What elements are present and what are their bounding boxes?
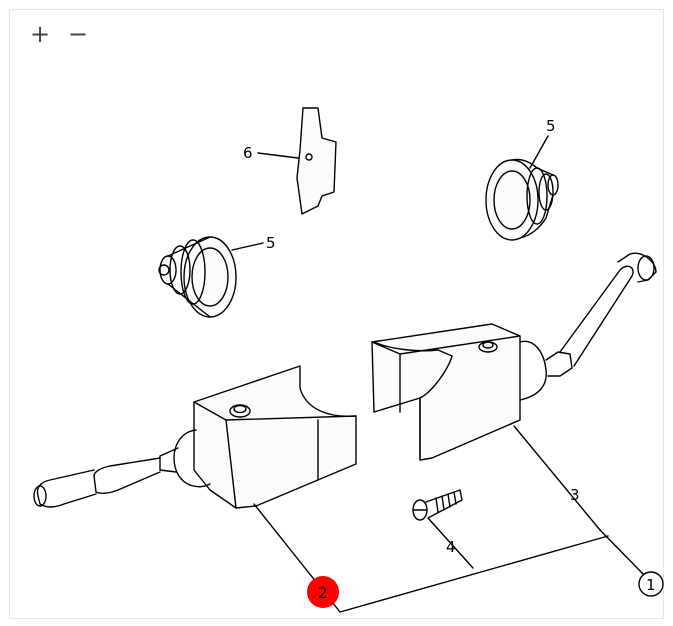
- callout-1: 1: [646, 576, 656, 594]
- callout-1-badge[interactable]: 1: [638, 571, 664, 597]
- leader-6: [257, 152, 299, 159]
- part-boot-upper[interactable]: [485, 158, 559, 241]
- zoom-in-button[interactable]: +: [29, 20, 51, 48]
- part-block-right[interactable]: [371, 252, 657, 461]
- callout-4[interactable]: 4: [446, 538, 456, 556]
- part-block-left[interactable]: [33, 365, 357, 509]
- zoom-out-button[interactable]: −: [67, 20, 89, 48]
- callout-5-left[interactable]: 5: [266, 234, 276, 252]
- callout-3[interactable]: 3: [570, 486, 580, 504]
- part-screw[interactable]: [412, 489, 463, 521]
- diagram-frame: [9, 9, 664, 619]
- zoom-controls: + −: [28, 22, 90, 46]
- part-boot-left[interactable]: [158, 236, 237, 318]
- callout-2-badge[interactable]: 2: [307, 576, 339, 608]
- part-plate[interactable]: [296, 107, 337, 215]
- leader-5-left: [231, 242, 264, 251]
- callout-5-upper[interactable]: 5: [546, 117, 556, 135]
- leader-5-upper: [529, 135, 549, 169]
- callout-6[interactable]: 6: [243, 144, 253, 162]
- callout-2: 2: [318, 584, 328, 602]
